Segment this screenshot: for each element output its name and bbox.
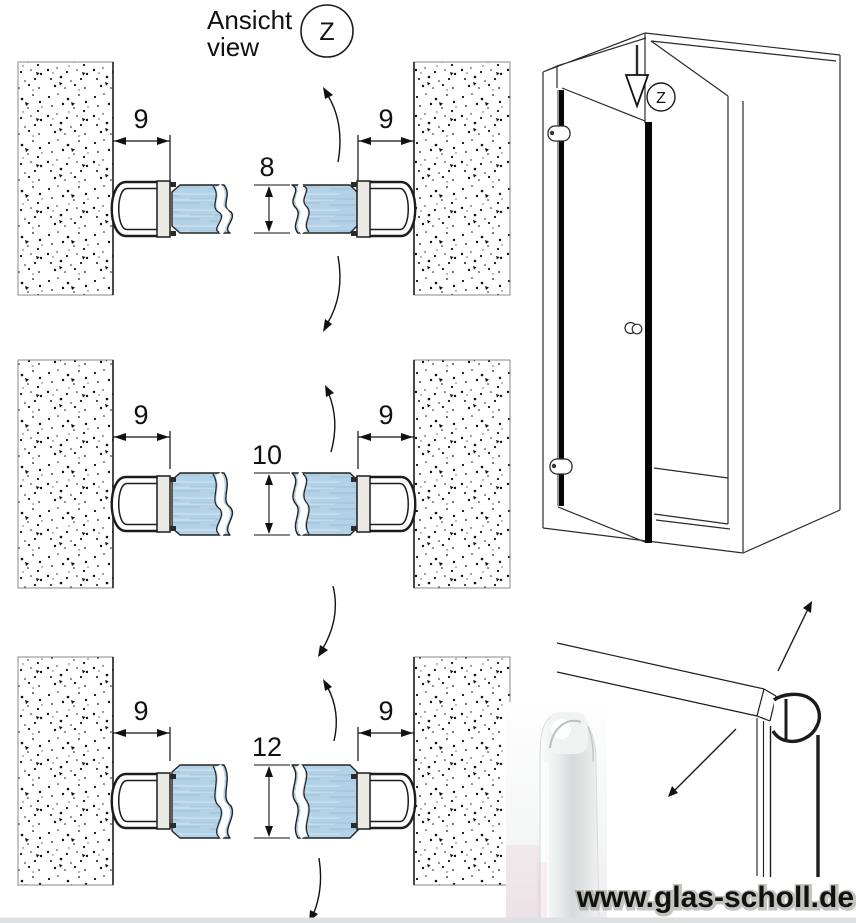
insert-arrow-down-icon: [668, 728, 737, 797]
dimension-label: 9: [133, 696, 148, 726]
thickness-label: 8: [259, 152, 274, 182]
shower-tray: [653, 467, 731, 530]
door-knob-icon: [631, 323, 643, 335]
swing-arrow-down-icon: [318, 585, 337, 657]
wall-panel-left: [542, 32, 647, 528]
dimension-label: 9: [378, 104, 393, 134]
dimension-right: [357, 727, 414, 761]
door-seal-strip-handle-side: [645, 122, 652, 543]
z-marker-label-3d: Z: [656, 90, 666, 107]
z-marker-circle: [646, 82, 676, 112]
dimension-left: [113, 431, 171, 469]
thickness-label: 10: [252, 440, 282, 470]
dimension-label: 9: [133, 400, 148, 430]
wall-left: [17, 359, 114, 589]
glass-panel-left: [171, 183, 234, 236]
z-marker-label: Z: [319, 18, 334, 46]
wall-panel-right: [644, 32, 841, 552]
insert-arrow-up-icon: [777, 601, 812, 672]
thickness-dimension: [254, 764, 290, 839]
thickness-dimension: [254, 184, 290, 234]
wall-right: [413, 61, 511, 296]
swing-arrow-down-icon: [323, 255, 341, 332]
view-title: Ansicht view Z: [207, 4, 354, 62]
view-title-en: view: [207, 32, 259, 62]
dimension-label: 9: [378, 696, 393, 726]
shower-enclosure-3d: [542, 32, 841, 554]
thickness-label: 12: [252, 732, 282, 762]
cross-section-2: 9 9 10: [17, 359, 511, 657]
glass-panel-right: [291, 763, 359, 839]
wall-face-lines: [112, 62, 415, 295]
seal-right: [349, 474, 417, 534]
thickness-dimension: [254, 472, 290, 536]
wall-face-lines: [112, 360, 415, 588]
seal-right: [349, 179, 417, 239]
dimension-label: 9: [378, 400, 393, 430]
cross-section-3: 9 9 12: [17, 656, 511, 922]
wall-face-lines: [112, 657, 415, 885]
seal-bubble-profile: [771, 692, 822, 744]
watermark-glow: www.glas-scholl.de: [577, 882, 855, 915]
glass-panel-right: [291, 471, 359, 536]
wall-right: [413, 656, 511, 886]
wall-right: [413, 359, 511, 589]
swing-arrow-up-icon: [323, 87, 341, 163]
seal-photo: [506, 702, 607, 923]
seal-right: [349, 771, 417, 831]
z-direction-arrow-icon: [624, 45, 676, 112]
swing-arrow-down-icon: [309, 857, 322, 922]
seal-detail-drawing: [556, 601, 822, 877]
wall-left: [17, 61, 114, 296]
watermark: www.glas-scholl.de: [576, 881, 854, 914]
bottom-strip: [0, 917, 856, 923]
glass-panel-right: [291, 182, 359, 235]
swing-arrow-up-icon: [325, 385, 336, 453]
hinge-icon: [549, 458, 573, 475]
cross-section-1: 9 9 8: [17, 61, 511, 332]
door-seal-strip-hinge-side: [559, 90, 564, 506]
seal-left: [110, 179, 178, 239]
z-marker-circle: [300, 4, 354, 58]
floor-edges: [542, 509, 841, 554]
door-panel: [547, 87, 652, 543]
glass-panel-left: [171, 764, 234, 840]
glass-panel-left: [171, 472, 234, 537]
swing-arrow-up-icon: [323, 679, 337, 742]
seal-left: [110, 474, 178, 534]
wall-left: [17, 656, 114, 886]
hinge-icon: [547, 125, 571, 142]
dimension-label: 9: [133, 104, 148, 134]
dimension-left: [113, 135, 171, 181]
glass-edge-perspective: [556, 642, 777, 722]
dimension-right: [357, 431, 414, 469]
seal-left: [110, 771, 178, 831]
dimension-left: [113, 727, 171, 761]
dimension-right: [357, 135, 414, 181]
view-title-de: Ansicht: [207, 5, 293, 35]
